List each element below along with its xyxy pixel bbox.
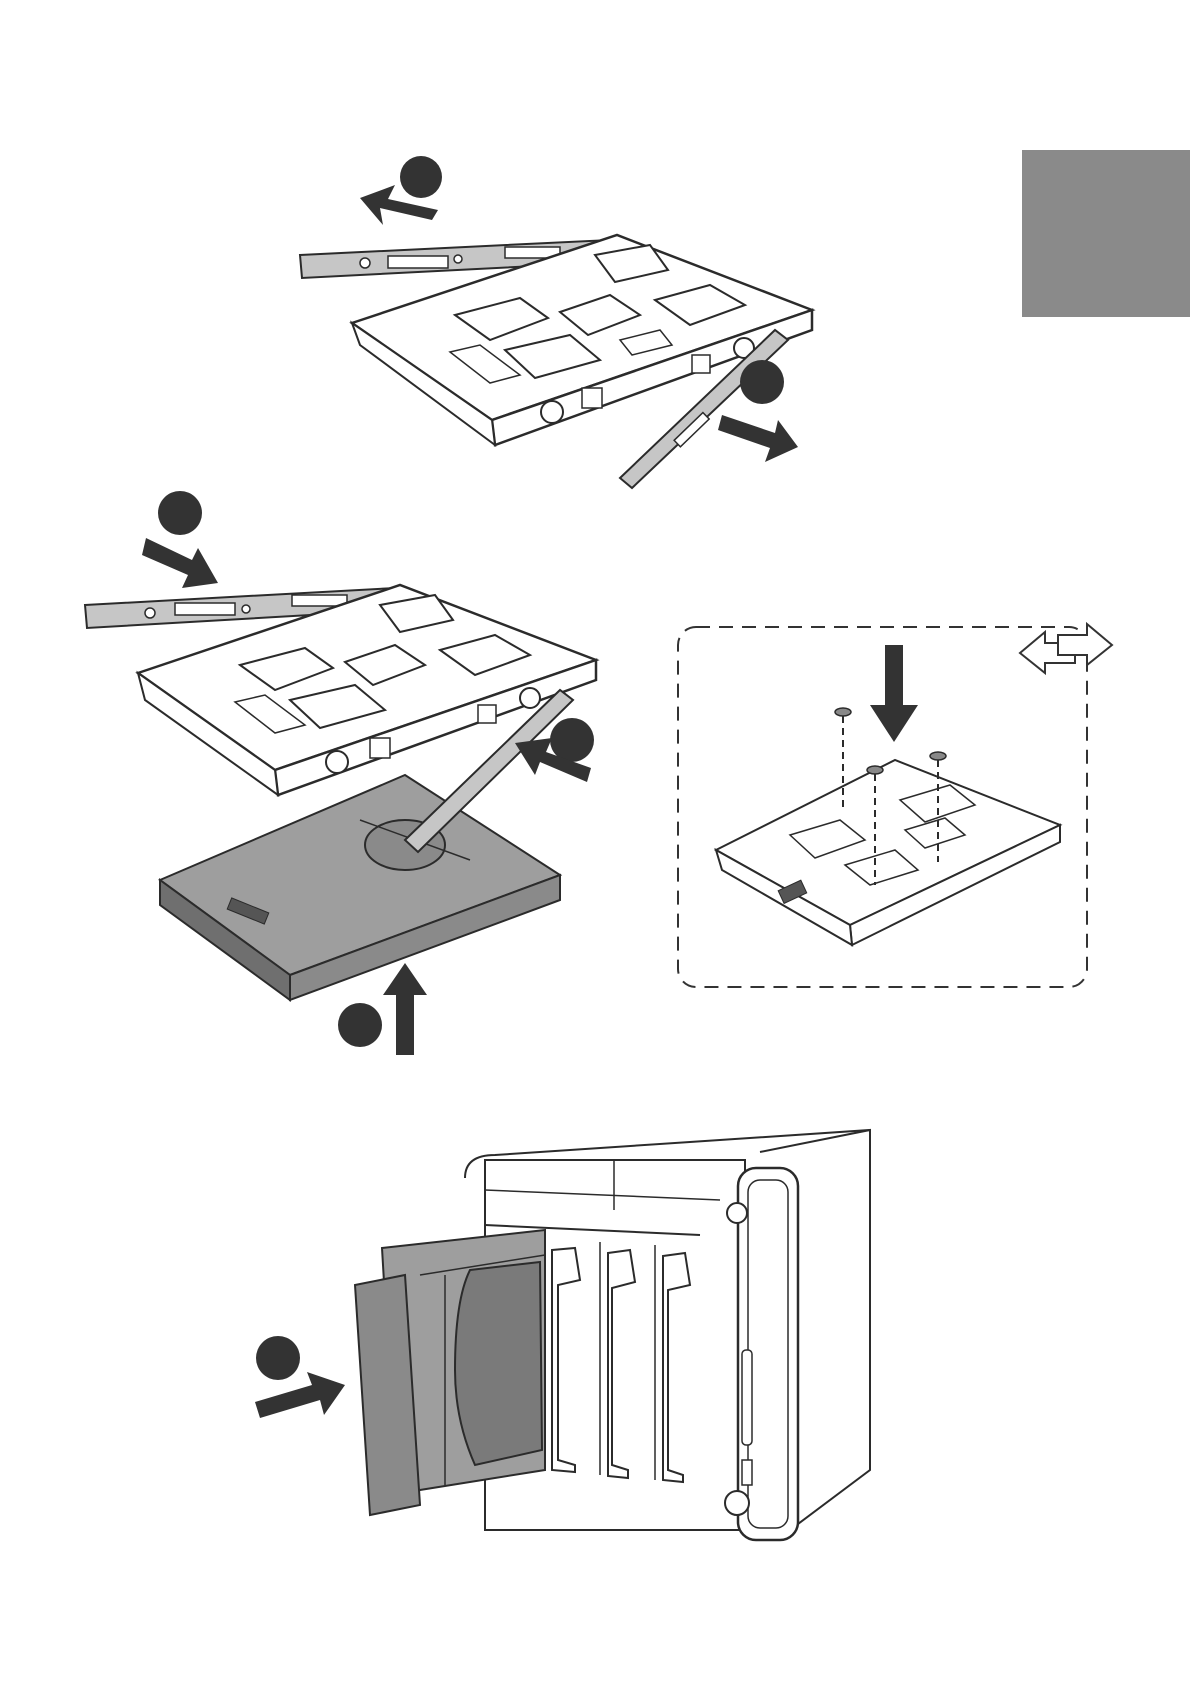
arrow-right-down <box>718 415 798 462</box>
figure-nas-insert-tray <box>255 1130 870 1540</box>
step-marker-1b <box>740 360 784 404</box>
figure-tray-remove-brackets <box>300 156 812 488</box>
drive-tray-small <box>716 760 1060 945</box>
down-arrow-icon <box>870 645 918 742</box>
arrow-up <box>383 963 427 1055</box>
step-marker-1a <box>400 156 442 198</box>
hard-drive <box>160 775 560 1000</box>
figure-tray-install-3-5-drive <box>85 491 596 1055</box>
arrow-right-insert <box>255 1372 345 1418</box>
step-marker-2a <box>158 491 202 535</box>
figure-tray-install-2-5-drive-screws <box>678 624 1112 987</box>
step-marker-2b <box>550 718 594 762</box>
swap-arrows-icon <box>1020 624 1112 673</box>
drive-tray-inserting <box>355 1230 545 1515</box>
arrow-right-down-2 <box>142 538 218 588</box>
step-marker-2c <box>338 1003 382 1047</box>
step-marker-4 <box>256 1336 300 1380</box>
